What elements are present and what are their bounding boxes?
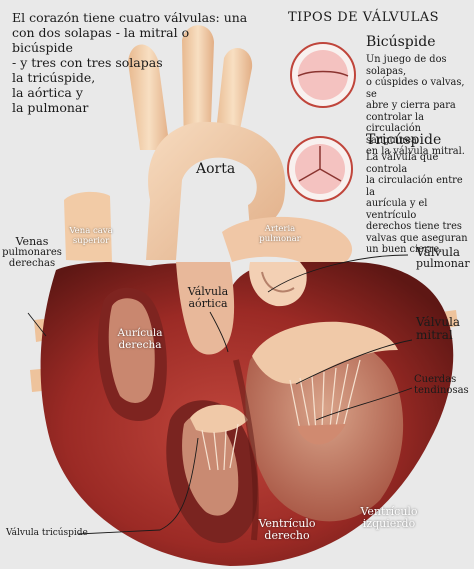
desc-line: en la válvula mitral.: [366, 146, 465, 157]
label-line: Cuerdas: [414, 374, 457, 385]
pulmonary-valve: [249, 262, 307, 307]
label-line: Aurícula: [117, 327, 163, 339]
desc-line: abre y cierra para: [366, 100, 456, 111]
tricuspid-title: Tricúspide: [366, 132, 442, 148]
types-title: TIPOS DE VÁLVULAS: [288, 10, 440, 25]
label-ventriculo-izquierdo: Ventrículo izquierdo: [354, 506, 424, 530]
intro-line: con dos solapas - la mitral o bicúspide: [12, 25, 190, 55]
label-line: Arteria: [264, 224, 296, 234]
intro-text: El corazón tiene cuatro válvulas: una co…: [12, 10, 248, 115]
chordae-tendineae: [289, 359, 361, 433]
label-line: derecha: [118, 338, 162, 351]
desc-line: Un juego de dos solapas,: [366, 54, 447, 77]
mitral-valve: [252, 321, 398, 384]
label-valvula-mitral: Válvula mitral: [416, 316, 460, 342]
bicuspid-title: Bicúspide: [366, 34, 436, 50]
label-line: pulmonar: [259, 234, 301, 244]
label-line: Venas: [15, 235, 49, 248]
label-line: Ventrículo: [360, 505, 418, 518]
label-line: mitral: [416, 328, 453, 342]
label-line: pulmonar: [416, 257, 470, 270]
right-chordae: [201, 423, 239, 471]
desc-line: aurícula y el ventrículo: [366, 198, 428, 221]
label-line: Ventrículo: [258, 517, 316, 530]
label-line: izquierdo: [362, 517, 416, 530]
intro-line: la pulmonar: [12, 100, 89, 115]
desc-line: valvas que aseguran: [366, 232, 468, 244]
label-cuerdas-tendinosas: Cuerdas tendinosas: [414, 374, 469, 396]
label-line: Válvula: [416, 245, 461, 259]
intro-line: - y tres con tres solapas: [12, 55, 163, 70]
label-line: tendinosas: [414, 385, 469, 396]
label-ventriculo-derecho: Ventrículo derecho: [252, 518, 322, 542]
label-valvula-pulmonar: Válvula pulmonar: [416, 246, 470, 270]
aortic-valve: [176, 262, 235, 355]
label-line: superior: [72, 236, 110, 246]
label-line: Vena cava: [69, 226, 113, 236]
label-line: pulmonares: [2, 247, 62, 258]
intro-line: la tricúspide,: [12, 70, 96, 85]
desc-line: o cúspides o valvas, se: [366, 77, 465, 100]
label-line: aórtica: [188, 297, 228, 310]
desc-line: un buen cierre.: [366, 244, 443, 255]
label-line: Válvula: [187, 285, 229, 298]
tricuspid-description: La válvula que controla la circulación e…: [366, 152, 474, 256]
septum: [233, 359, 259, 541]
label-valvula-tricuspide: Válvula tricúspide: [6, 528, 88, 538]
bicuspid-description: Un juego de dos solapas, o cúspides o va…: [366, 54, 474, 158]
label-vena-cava: Vena cava superior: [58, 226, 124, 246]
papillary-muscle: [296, 424, 346, 445]
tricuspid-valve-icon: [287, 136, 353, 202]
label-venas-pulmonares: Venas pulmonares derechas: [2, 236, 62, 269]
label-line: derechas: [8, 258, 56, 269]
superior-vena-cava: [64, 191, 112, 262]
desc-line: La válvula que controla: [366, 152, 439, 175]
label-line: Válvula: [416, 315, 461, 329]
leader-lines: [27, 254, 413, 535]
intro-line: El corazón tiene cuatro válvulas: una: [12, 10, 248, 25]
bicuspid-valve-icon: [290, 42, 356, 108]
pulmonary-artery: [222, 216, 353, 262]
tricuspid-valve: [190, 404, 248, 433]
label-line: derecho: [264, 529, 310, 542]
label-valvula-aortica: Válvula aórtica: [176, 286, 240, 310]
desc-line: la circulación entre la: [366, 175, 463, 198]
intro-line: la aórtica y: [12, 85, 83, 100]
desc-line: controlar la: [366, 111, 424, 123]
desc-line: circulación sanguínea: [366, 123, 421, 146]
label-auricula-derecha: Aurícula derecha: [108, 327, 172, 351]
label-aorta: Aorta: [196, 161, 236, 177]
label-arteria-pulmonar: Arteria pulmonar: [240, 224, 320, 244]
desc-line: derechos tiene tres: [366, 221, 462, 232]
